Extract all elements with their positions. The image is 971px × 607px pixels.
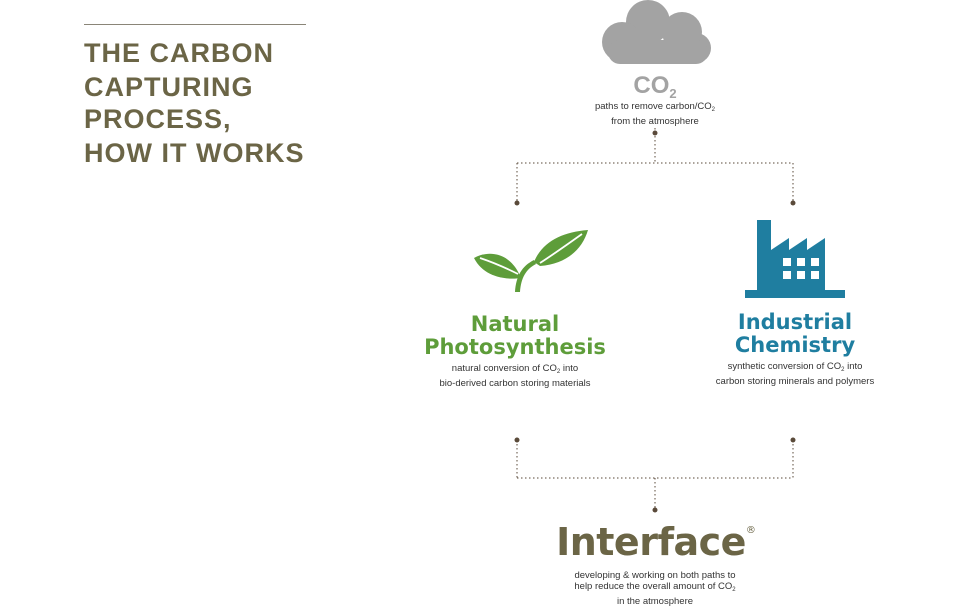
natural-description: natural conversion of CO2 into bio-deriv… bbox=[439, 363, 591, 389]
page-title-line-3: PROCESS, bbox=[84, 104, 232, 134]
connector-dot bbox=[514, 200, 520, 206]
natural-title-line-1: Natural bbox=[470, 312, 560, 336]
page-title-line-4: HOW IT WORKS bbox=[84, 138, 305, 168]
co2-description: paths to remove carbon/CO2 from the atmo… bbox=[594, 101, 716, 127]
co2-label: CO2 bbox=[633, 72, 677, 101]
industrial-title-line-2: Chemistry bbox=[734, 333, 856, 357]
natural-title-line-2: Photosynthesis bbox=[424, 335, 606, 359]
interface-logo: Interface® bbox=[556, 520, 756, 564]
factory-icon bbox=[745, 220, 845, 298]
interface-description: developing & working on both paths to he… bbox=[574, 570, 736, 607]
connector-dot bbox=[790, 437, 796, 443]
connector-dot bbox=[514, 437, 520, 443]
page-title-line-1: THE CARBON bbox=[84, 38, 274, 68]
industrial-description: synthetic conversion of CO2 into carbon … bbox=[715, 361, 875, 387]
header-rule bbox=[84, 24, 306, 25]
page-title-line-2: CAPTURING bbox=[84, 72, 254, 102]
leaf-sprout-icon bbox=[474, 230, 588, 292]
industrial-title-line-1: Industrial bbox=[737, 310, 853, 334]
connector-dot bbox=[790, 200, 796, 206]
cloud-icon bbox=[602, 0, 711, 64]
connector-dot bbox=[652, 507, 658, 513]
connector-dot bbox=[652, 130, 658, 136]
